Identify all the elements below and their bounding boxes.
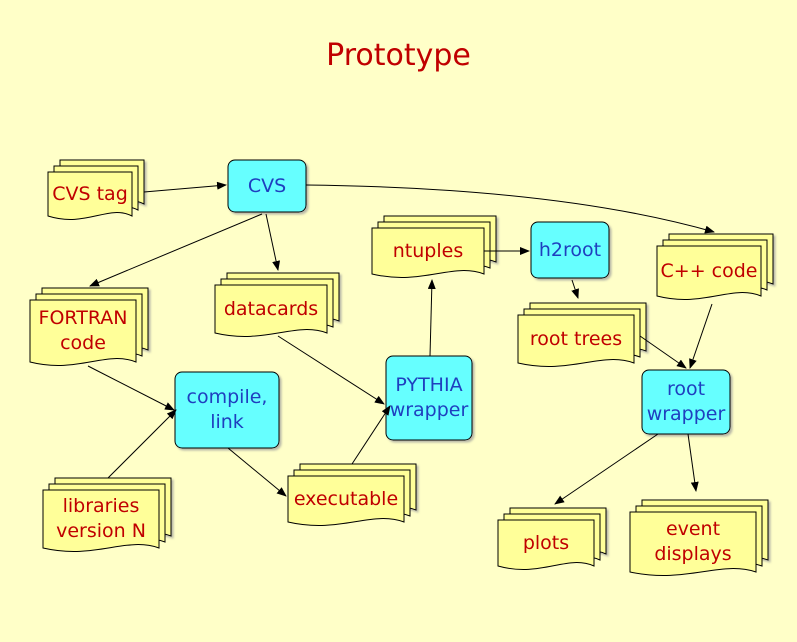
- arrow-compile-to-executable: [227, 447, 287, 497]
- document-sheet: [287, 475, 405, 526]
- arrow-libraries-to-compile: [107, 409, 177, 479]
- process-box: [641, 369, 731, 435]
- document-sheet: [214, 284, 328, 337]
- cpp-code-node: [656, 233, 774, 300]
- datacards-node: [214, 272, 340, 337]
- arrow-datacards-to-pythia: [277, 335, 385, 405]
- process-box: [227, 159, 307, 213]
- arrow-rootwrapper-to-plots: [554, 433, 659, 505]
- pythia-wrapper-node: [385, 355, 473, 441]
- arrow-cvs-to-fortran: [89, 213, 263, 287]
- root-trees-node: [517, 302, 647, 367]
- document-sheet: [47, 171, 133, 220]
- document-sheet: [497, 519, 595, 570]
- root-wrapper-node: [641, 369, 731, 435]
- process-box: [385, 355, 473, 441]
- arrow-roottrees-to-rootwrapper: [639, 335, 687, 369]
- process-box: [174, 371, 280, 449]
- arrow-fortran-to-compile: [87, 365, 175, 411]
- document-sheet: [656, 245, 762, 300]
- document-sheet: [371, 227, 485, 278]
- document-sheet: [517, 314, 635, 367]
- arrow-cvstag-to-cvs: [143, 181, 227, 193]
- ntuples-node: [371, 215, 497, 278]
- document-sheet: [29, 299, 137, 366]
- arrow-cvs-to-cppcode: [305, 184, 715, 234]
- arrow-rootwrapper-to-events: [687, 433, 699, 492]
- page-title: Prototype: [326, 38, 471, 73]
- arrow-cvs-to-datacards: [265, 213, 281, 271]
- arrow-pythia-to-ntuples: [427, 279, 436, 357]
- libraries-node: [42, 477, 172, 552]
- arrow-cppcode-to-rootwrapper: [689, 303, 713, 369]
- fortran-code-node: [29, 287, 149, 366]
- document-sheet: [629, 511, 757, 576]
- h2root-node: [530, 221, 610, 279]
- plots-node: [497, 507, 607, 570]
- arrow-executable-to-pythia: [351, 405, 391, 465]
- event-displays-node: [629, 499, 769, 576]
- process-box: [530, 221, 610, 279]
- arrow-h2root-to-roottrees: [571, 279, 579, 299]
- cvs-node: [227, 159, 307, 213]
- compile-link-node: [174, 371, 280, 449]
- executable-node: [287, 463, 417, 526]
- document-sheet: [42, 489, 160, 552]
- cvs-tag-node: [47, 159, 145, 220]
